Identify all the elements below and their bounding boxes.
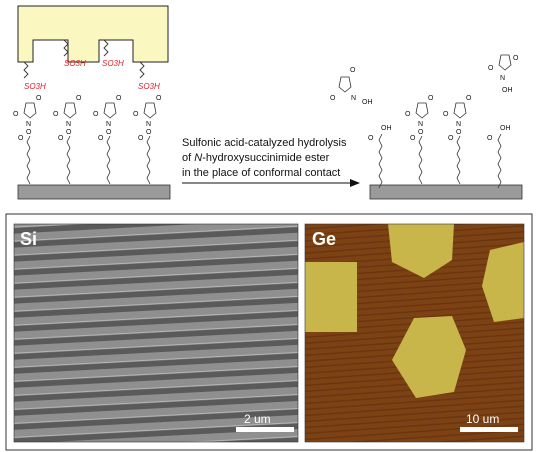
nhs-chain-5: O O N O O — [405, 95, 434, 185]
svg-text:O: O — [448, 135, 454, 142]
ge-domain-center — [392, 316, 466, 398]
svg-text:O: O — [36, 95, 42, 102]
si-panel: Si 2 um — [13, 223, 299, 443]
svg-text:O: O — [487, 135, 493, 142]
svg-text:O: O — [13, 111, 19, 118]
svg-text:O: O — [116, 95, 122, 102]
svg-text:OH: OH — [502, 87, 513, 94]
caption-line-3: in the place of conformal contact — [182, 167, 340, 179]
so3h-label-3: SO3H — [102, 59, 124, 68]
scheme-top: SO3H SO3H SO3H SO3H O O N O O O O N O O … — [13, 5, 523, 200]
so3h-label-2: SO3H — [64, 59, 86, 68]
svg-text:O: O — [368, 135, 374, 142]
nhs-chain-4: O O N O O — [133, 95, 162, 185]
svg-text:O: O — [466, 95, 472, 102]
svg-text:O: O — [410, 135, 416, 142]
svg-text:O: O — [456, 129, 462, 136]
caption-line-2: of N-hydroxysuccinimide ester — [182, 152, 330, 164]
svg-text:O: O — [18, 135, 24, 142]
caption-line-1: Sulfonic acid-catalyzed hydrolysis — [182, 137, 347, 149]
nhs-chain-2: O O N O O — [53, 95, 82, 185]
svg-text:N: N — [106, 121, 111, 128]
ge-panel: Ge 10 um — [304, 223, 525, 443]
ge-scalebar-label: 10 um — [466, 412, 499, 426]
ge-panel-label: Ge — [312, 229, 336, 249]
nhs-chain-1: O O N O O — [13, 95, 42, 185]
stamp-linkers — [23, 39, 145, 79]
si-scalebar — [236, 427, 294, 432]
svg-text:O: O — [66, 129, 72, 136]
svg-text:O: O — [138, 135, 144, 142]
svg-text:OH: OH — [362, 99, 373, 106]
svg-text:O: O — [106, 129, 112, 136]
svg-text:N: N — [146, 121, 151, 128]
svg-text:OH: OH — [381, 125, 392, 132]
svg-text:O: O — [98, 135, 104, 142]
svg-text:O: O — [330, 95, 336, 102]
svg-text:O: O — [133, 111, 139, 118]
released-nhs-1: O O N OH — [330, 67, 373, 106]
svg-text:O: O — [156, 95, 162, 102]
si-panel-label: Si — [20, 229, 37, 249]
nhs-chain-6: O O N O O — [443, 95, 472, 185]
svg-text:N: N — [66, 121, 71, 128]
svg-text:O: O — [443, 111, 449, 118]
so3h-label-1: SO3H — [24, 82, 46, 91]
released-nhs-2: O O N OH — [488, 54, 519, 94]
ge-domain-topleft — [305, 262, 357, 332]
svg-text:O: O — [418, 129, 424, 136]
svg-text:N: N — [456, 121, 461, 128]
svg-text:O: O — [93, 111, 99, 118]
svg-text:O: O — [58, 135, 64, 142]
svg-text:O: O — [428, 95, 434, 102]
svg-text:N: N — [500, 75, 505, 82]
svg-text:N: N — [418, 121, 423, 128]
svg-text:O: O — [513, 55, 519, 62]
so3h-label-4: SO3H — [138, 82, 160, 91]
svg-text:O: O — [53, 111, 59, 118]
pdms-stamp — [17, 5, 169, 63]
substrate-left — [17, 184, 171, 200]
svg-text:OH: OH — [500, 125, 511, 132]
nhs-chain-3: O O N O O — [93, 95, 122, 185]
ge-scalebar — [460, 427, 518, 432]
acid-chain-1: OH O — [368, 125, 392, 189]
reaction-arrow — [182, 179, 360, 187]
svg-text:N: N — [26, 121, 31, 128]
svg-text:O: O — [350, 67, 356, 74]
ge-domain-top — [388, 224, 454, 278]
svg-text:O: O — [26, 129, 32, 136]
substrate-right — [369, 184, 523, 200]
svg-text:N: N — [351, 95, 356, 102]
ge-domain-right — [482, 242, 524, 322]
si-scalebar-label: 2 um — [244, 412, 271, 426]
svg-text:O: O — [146, 129, 152, 136]
svg-text:O: O — [76, 95, 82, 102]
svg-text:O: O — [488, 65, 494, 72]
acid-chain-2: OH O — [487, 125, 511, 189]
svg-text:O: O — [405, 111, 411, 118]
